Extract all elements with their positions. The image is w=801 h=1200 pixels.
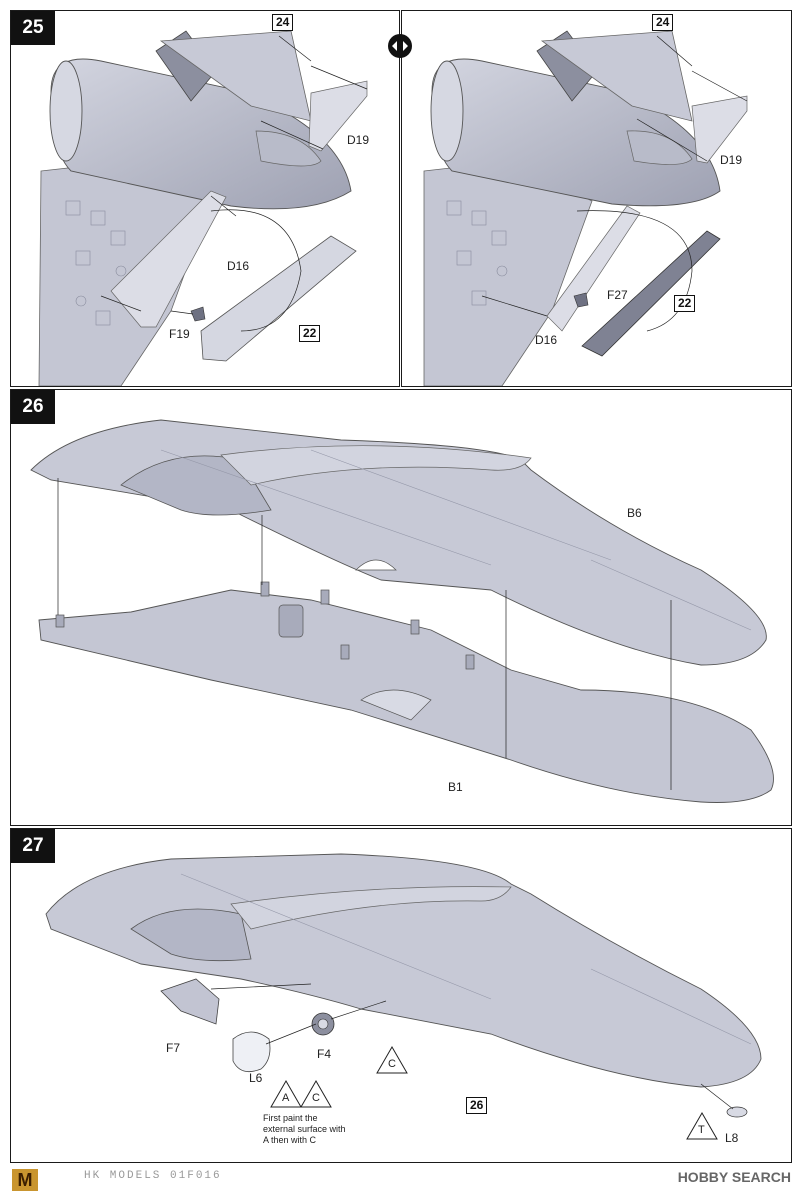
step-number: 26 bbox=[11, 390, 55, 424]
paint-mark-c-2: C bbox=[388, 1058, 396, 1070]
step-25-left-panel: 25 bbox=[10, 10, 400, 387]
part-box-22: 22 bbox=[299, 325, 321, 342]
label-b6: B6 bbox=[627, 506, 642, 520]
step-25-left-illustration bbox=[38, 30, 368, 386]
step-27-illustration bbox=[45, 853, 762, 1140]
step-25-right-illustration bbox=[423, 30, 748, 386]
step-25-right-panel: 24 D19 F27 D16 22 bbox=[401, 10, 792, 387]
paint-mark-t: T bbox=[698, 1124, 705, 1136]
part-box-24: 24 bbox=[272, 14, 294, 31]
model-code: HK MODELS 01F016 bbox=[84, 1170, 222, 1182]
label-b1: B1 bbox=[448, 780, 463, 794]
part-box-24: 24 bbox=[652, 14, 674, 31]
step-26-panel: 26 B6 B1 bbox=[10, 389, 792, 826]
paint-note: First paint the external surface with A … bbox=[263, 1113, 346, 1145]
step-number: 25 bbox=[11, 11, 55, 45]
label-d16: D16 bbox=[535, 333, 558, 347]
label-l6: L6 bbox=[249, 1071, 263, 1085]
mirror-symbol-icon bbox=[388, 34, 412, 58]
label-f27: F27 bbox=[607, 288, 628, 302]
brand-logo: M bbox=[12, 1169, 38, 1191]
watermark: HOBBY SEARCH bbox=[677, 1169, 791, 1185]
part-box-22: 22 bbox=[674, 295, 696, 312]
label-f19: F19 bbox=[169, 327, 190, 341]
step-27-panel: 27 F7 F4 L6 L8 26 A C C T bbox=[10, 828, 792, 1163]
label-d19: D19 bbox=[720, 153, 743, 167]
label-f4: F4 bbox=[317, 1047, 332, 1061]
label-f7: F7 bbox=[166, 1041, 181, 1055]
step-26-illustration bbox=[30, 419, 774, 803]
part-box-26: 26 bbox=[466, 1097, 488, 1114]
paint-mark-a: A bbox=[282, 1092, 290, 1104]
footer: M HK MODELS 01F016 HOBBY SEARCH bbox=[0, 1166, 801, 1200]
label-l8: L8 bbox=[725, 1131, 739, 1145]
label-d19: D19 bbox=[347, 133, 370, 147]
label-d16: D16 bbox=[227, 259, 250, 273]
paint-mark-c: C bbox=[312, 1092, 320, 1104]
step-number: 27 bbox=[11, 829, 55, 863]
